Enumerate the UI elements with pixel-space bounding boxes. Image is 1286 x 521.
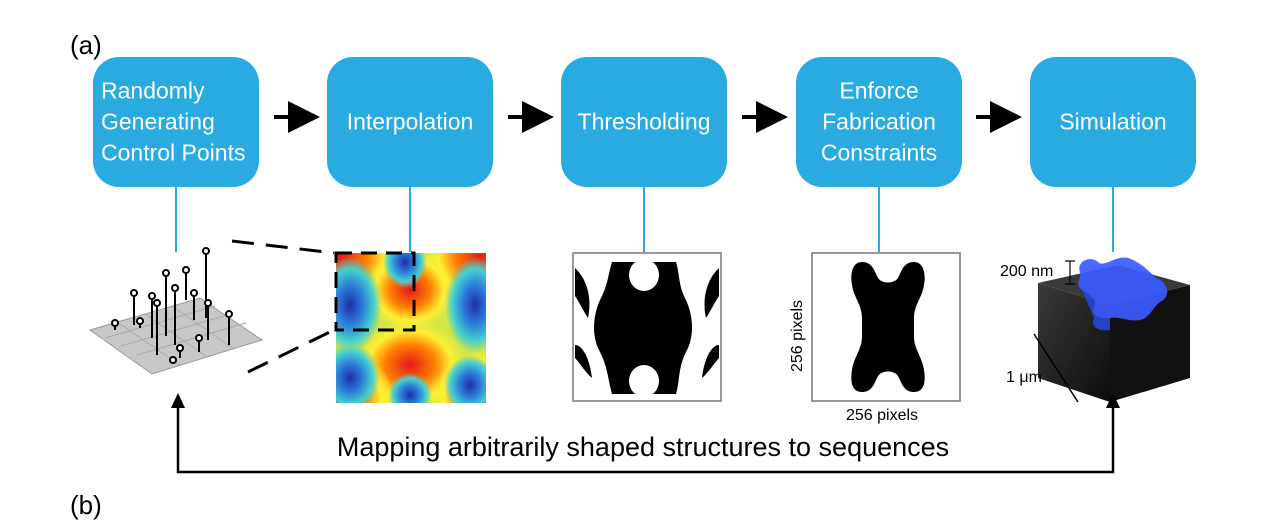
pixels-vertical-label: 256 pixels xyxy=(789,300,806,372)
step-box-fabrication-constraints: Enforce Fabrication Constraints xyxy=(796,57,962,187)
step-label-simulation: Simulation xyxy=(1059,108,1167,135)
mapping-bracket xyxy=(176,403,1115,474)
diagram-graphics: 256 pixels 256 pixels 200 nm 1 μm xyxy=(88,101,1190,474)
step-box-simulation: Simulation xyxy=(1030,57,1196,187)
figure: (a) Randomly Generating Control Points I… xyxy=(70,30,1196,520)
control-points-plot xyxy=(88,247,264,375)
panel-b-label: (b) xyxy=(70,490,102,520)
panel-a-label: (a) xyxy=(70,30,102,60)
step-box-thresholding: Thresholding xyxy=(561,57,727,187)
simulation-block xyxy=(1038,257,1190,402)
step-label-control-points: Randomly Generating Control Points xyxy=(101,77,246,166)
width-dimension-line xyxy=(1033,333,1079,403)
threshold-image xyxy=(572,252,722,402)
step-label-interpolation: Interpolation xyxy=(346,108,474,135)
zoom-box xyxy=(334,251,416,332)
bracket-arrowhead-right xyxy=(1106,393,1120,408)
fabrication-image xyxy=(811,252,961,402)
interpolation-heatmap xyxy=(336,253,486,403)
width-label: 1 μm xyxy=(1006,369,1042,386)
mapping-caption: Mapping arbitrarily shaped structures to… xyxy=(336,432,950,462)
step-box-interpolation: Interpolation xyxy=(327,57,493,187)
bracket-arrowhead-left xyxy=(171,393,185,408)
step-label-thresholding: Thresholding xyxy=(577,108,711,135)
zoom-line-bottom xyxy=(247,328,335,374)
step-label-fabrication-constraints: Enforce Fabrication Constraints xyxy=(820,77,938,166)
height-label: 200 nm xyxy=(1000,263,1053,280)
zoom-line-top xyxy=(231,239,335,255)
pixels-horizontal-label: 256 pixels xyxy=(846,407,918,424)
step-box-control-points: Randomly Generating Control Points xyxy=(93,57,259,187)
